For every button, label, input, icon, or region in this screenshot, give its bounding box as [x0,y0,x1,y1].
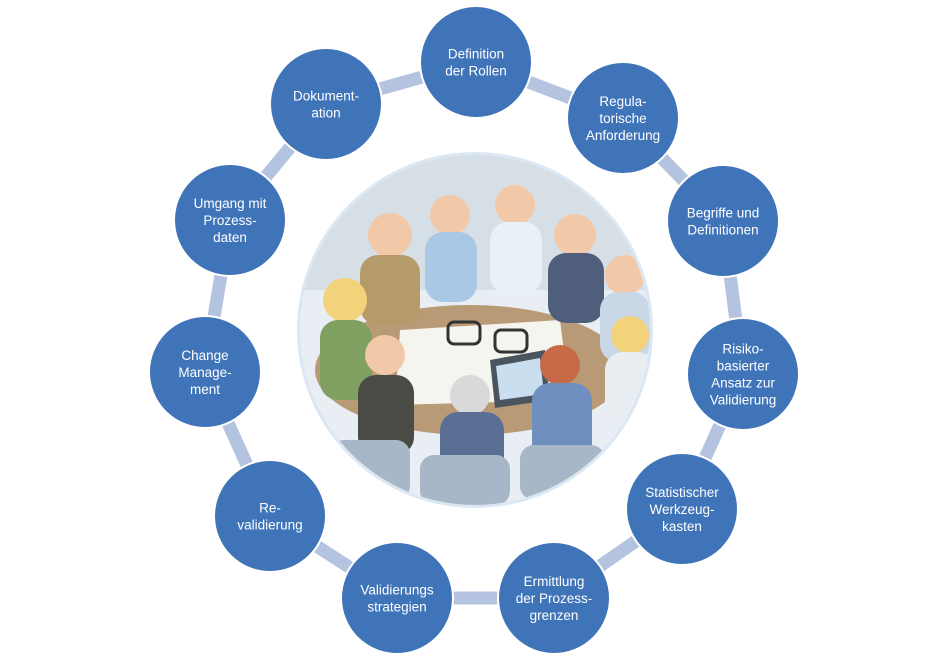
topic-node-label: validierung [237,518,302,533]
topic-node-circle [269,47,383,161]
topic-node-label: kasten [662,519,702,534]
topic-node-label: Manage- [178,365,231,380]
topic-node: Ermittlung der Prozess-grenzen [497,541,611,655]
topic-node-circle [419,5,533,119]
topic-node-circle [625,452,739,566]
topic-node-label: Risiko- [722,342,763,357]
topic-node-label: Ansatz zur [711,376,775,391]
meeting-people [320,185,650,492]
topic-node-circle [666,164,780,278]
topic-node-label: Re- [259,501,281,516]
topic-node-label: Statistischer [645,485,719,500]
topic-node-label: ation [311,106,340,121]
meeting-cartoon-image [300,155,650,505]
topic-node-label: basierter [717,359,770,374]
topic-node-label: grenzen [530,608,579,623]
topic-node: Definition der Rollen [419,5,533,119]
topic-node: Dokument-ation [269,47,383,161]
topic-node-label: ment [190,382,220,397]
topic-node-label: Werkzeug- [649,502,714,517]
topic-node-label: der Rollen [445,64,507,79]
topic-node-label: Definition [448,47,504,62]
topic-node-circle [566,61,680,175]
topic-node-label: Prozess- [203,213,256,228]
topic-node-circle [340,541,454,655]
topic-node-circle [173,163,287,277]
topic-node-label: Ermittlung [524,574,585,589]
topic-node-label: Definitionen [687,223,758,238]
topic-node-label: torische [599,111,646,126]
topic-node-label: Change [181,348,228,363]
center-illustration [297,152,653,508]
topic-node-label: strategien [367,600,426,615]
topic-node-label: Validierungs [360,583,434,598]
topic-node-label: Regula- [599,94,646,109]
topic-node-label: daten [213,230,247,245]
topic-node: Validierungs strategien [340,541,454,655]
topic-node-circle [686,317,800,431]
topic-node-circle [497,541,611,655]
topic-node-label: Dokument- [293,89,359,104]
topic-node-circle [148,315,262,429]
topic-node-label: Begriffe und [687,206,760,221]
topic-node-label: Umgang mit [194,196,267,211]
topic-node-label: der Prozess- [516,591,593,606]
topic-node-label: Validierung [710,393,777,408]
topic-node-label: Anforderung [586,128,660,143]
topic-node-circle [213,459,327,573]
topic-node: Re-validierung [213,459,327,573]
